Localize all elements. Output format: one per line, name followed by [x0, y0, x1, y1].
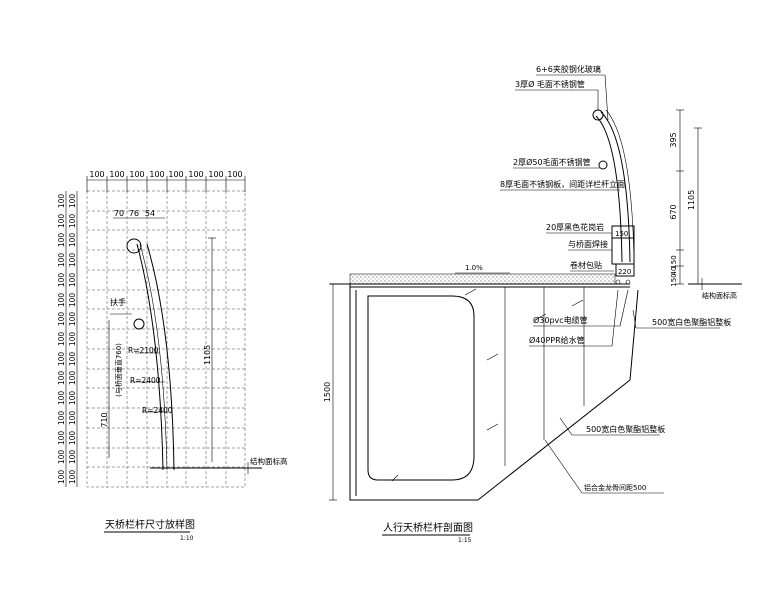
- railing-notes: 6+6夹胶钢化玻璃 3厚Ø 毛面不锈钢管 2厚Ø50毛面不锈钢管 8厚毛面不锈钢…: [500, 64, 631, 276]
- note-glass: 6+6夹胶钢化玻璃: [536, 64, 601, 74]
- dim-150a: 150: [670, 255, 678, 268]
- top-dim-8: 100: [227, 170, 242, 179]
- right-title: 人行天桥栏杆剖面图: [383, 521, 473, 534]
- top-dim-2: 100: [109, 170, 124, 179]
- top-dim-3: 100: [129, 170, 144, 179]
- side-dim: 100: [68, 312, 77, 327]
- side-dim: 100: [57, 273, 66, 288]
- side-dim: 100: [57, 431, 66, 446]
- side-dim: 100: [68, 194, 77, 209]
- ground-reference: 结构面标高: [150, 456, 288, 474]
- dim-40: 40: [670, 267, 678, 276]
- radius-label-3: R=2400: [142, 406, 173, 415]
- note-panel-2: 500宽白色聚酯铝整板: [586, 424, 665, 434]
- small-dimension: 70 76 54: [113, 209, 165, 219]
- side-dim: 100: [68, 450, 77, 465]
- right-scale: 1:15: [458, 537, 472, 544]
- side-dim: 100: [57, 371, 66, 386]
- top-dim-6: 100: [188, 170, 203, 179]
- dim-395: 395: [669, 132, 678, 147]
- side-dim: 100: [57, 194, 66, 209]
- side-dim: 100: [68, 371, 77, 386]
- dim-670: 670: [669, 204, 678, 219]
- pipe-notes: Ø30pvc电缆管 Ø40PPR给水管: [529, 289, 629, 347]
- dim-150: 150: [615, 230, 628, 238]
- railing-profile: 扶手 R=2100 R=2400 R=2400: [110, 238, 175, 471]
- side-dim: 100: [57, 391, 66, 406]
- note-plate: 8厚毛面不锈钢板，间距详栏杆立面: [500, 179, 625, 189]
- side-dim: 100: [68, 332, 77, 347]
- radius-label-2: R=2400: [130, 376, 161, 385]
- handrail-label: 扶手: [110, 297, 126, 307]
- top-dim-1: 100: [89, 170, 104, 179]
- side-dim: 100: [57, 214, 66, 229]
- side-dim: 100: [57, 352, 66, 367]
- rotated-note: (与桥面垂直760): [114, 343, 123, 397]
- box-girder: [330, 283, 639, 501]
- ground-label: 结构面标高: [250, 456, 288, 466]
- side-dim: 100: [57, 450, 66, 465]
- side-dim: 100: [68, 352, 77, 367]
- note-frame: 铝合金龙骨间距500: [584, 483, 646, 492]
- dim-710: 710: [100, 412, 109, 427]
- side-dimension: 100 100 100 100 100 100 100 100 100 100 …: [57, 191, 78, 487]
- side-dim: 100: [68, 470, 77, 485]
- right-ground-label: 结构面标高: [702, 291, 737, 300]
- layout-grid: [86, 190, 246, 488]
- top-dim-7: 100: [208, 170, 223, 179]
- dim-150b: 150: [670, 273, 678, 286]
- top-dim-5: 100: [168, 170, 183, 179]
- right-dimensions: 395 670 150 40 150 1105 结构面标高: [669, 109, 742, 300]
- glass-railing: [592, 109, 635, 285]
- radius-label-1: R=2100: [128, 346, 159, 355]
- note-weld: 与桥面焊接: [568, 239, 608, 249]
- side-dim: 100: [57, 411, 66, 426]
- side-dim: 100: [57, 293, 66, 308]
- note-ppr: Ø40PPR给水管: [529, 335, 585, 345]
- side-dim: 100: [68, 411, 77, 426]
- dim-220: 220: [618, 268, 631, 276]
- side-dim: 100: [57, 253, 66, 268]
- side-dim: 100: [57, 470, 66, 485]
- small-dim-54: 54: [145, 209, 155, 218]
- top-dimension: 100 100 100 100 100 100 100 100: [86, 170, 246, 192]
- left-scale: 1:10: [180, 535, 194, 542]
- side-dim: 100: [68, 253, 77, 268]
- slope-label: 1.0%: [465, 264, 483, 272]
- side-dim: 100: [68, 273, 77, 288]
- girder-height-dimension: 1500: [323, 283, 337, 501]
- left-title-block: 天桥栏杆尺寸放样图 1:10: [104, 518, 195, 542]
- dim-1500: 1500: [323, 382, 332, 402]
- vertical-dimensions: (与桥面垂直760) 710 1105: [100, 237, 216, 462]
- left-layout-view: 100 100 100 100 100 100 100 100 100 100 …: [57, 170, 288, 542]
- small-dim-76: 76: [129, 209, 139, 218]
- side-dim: 100: [57, 312, 66, 327]
- dim-1105-right: 1105: [687, 190, 696, 210]
- right-section-view: 1.0% 1500: [323, 64, 742, 544]
- deck-slab: 1.0%: [349, 264, 630, 288]
- note-pvc: Ø30pvc电缆管: [533, 315, 588, 325]
- side-dim: 100: [68, 391, 77, 406]
- side-dim: 100: [68, 233, 77, 248]
- small-dim-70: 70: [114, 209, 124, 218]
- side-dim: 100: [68, 431, 77, 446]
- dim-1105: 1105: [203, 345, 212, 365]
- left-title: 天桥栏杆尺寸放样图: [105, 518, 195, 531]
- top-dim-4: 100: [149, 170, 164, 179]
- side-dim: 100: [57, 233, 66, 248]
- side-dim: 100: [68, 293, 77, 308]
- note-groove: 20厚黑色花岗岩: [546, 222, 604, 232]
- side-dim: 100: [57, 332, 66, 347]
- note-anchor: 卷材包贴: [570, 260, 602, 270]
- note-pipe-top: 3厚Ø 毛面不锈钢管: [515, 79, 585, 89]
- note-panel-1: 500宽白色聚酯铝整板: [652, 317, 731, 327]
- panel-notes: 500宽白色聚酯铝整板 500宽白色聚酯铝整板 铝合金龙骨间距500: [544, 309, 731, 494]
- side-dim: 100: [68, 214, 77, 229]
- right-title-block: 人行天桥栏杆剖面图 1:15: [382, 521, 473, 544]
- note-pipe-50: 2厚Ø50毛面不锈钢管: [513, 157, 591, 167]
